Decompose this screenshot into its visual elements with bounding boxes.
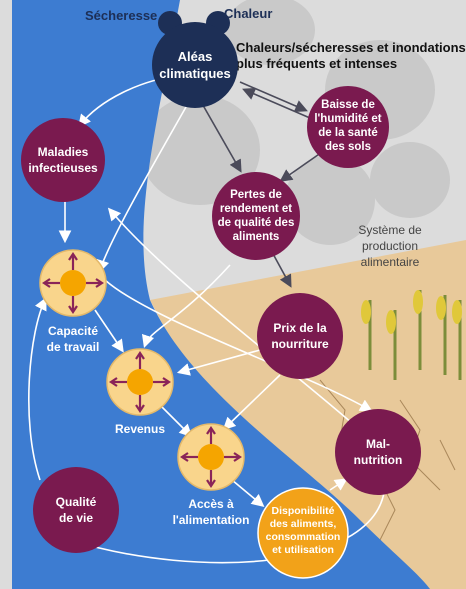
headline-line-2: plus fréquents et intenses xyxy=(236,56,397,71)
pertes-rendement-node: Pertes de rendement et de qualité des al… xyxy=(212,172,300,260)
acces-alimentation-hub: Accès à l'alimentation xyxy=(173,422,250,527)
baisse-line-2: l'humidité et xyxy=(314,113,381,125)
pertes-line-3: de qualité des xyxy=(218,217,295,229)
malnutrition-node: Mal- nutrition xyxy=(335,409,421,495)
disponibilite-line-1: Disponibilité xyxy=(272,505,335,517)
people-silhouettes xyxy=(102,0,450,245)
disponibilite-node: Disponibilité des aliments, consommation… xyxy=(257,487,349,579)
malnutrition-line-1: Mal- xyxy=(366,437,390,451)
maladies-line-2: infectieuses xyxy=(28,161,98,175)
prix-nourriture-node: Prix de la nourriture xyxy=(257,293,343,379)
systeme-line-2: production xyxy=(362,239,418,253)
connection-arrows xyxy=(28,74,386,564)
systeme-line-3: alimentaire xyxy=(361,255,420,269)
qualite-line-1: Qualité xyxy=(56,495,97,509)
capacite-line-1: Capacité xyxy=(48,324,98,338)
secheresse-label: Sécheresse xyxy=(85,8,157,23)
baisse-line-4: des sols xyxy=(325,141,371,153)
aleas-line-2: climatiques xyxy=(159,66,231,81)
pertes-line-4: aliments xyxy=(233,231,280,243)
capacite-line-2: de travail xyxy=(47,340,100,354)
systeme-production-label: Système de production alimentaire xyxy=(358,223,422,269)
prix-line-1: Prix de la xyxy=(273,321,327,335)
malnutrition-line-2: nutrition xyxy=(354,453,403,467)
qualite-de-vie-node: Qualité de vie xyxy=(33,467,119,553)
pertes-line-2: rendement et xyxy=(220,203,292,215)
maladies-infectieuses-node: Maladies infectieuses xyxy=(21,118,105,202)
capacite-travail-hub: Capacité de travail xyxy=(38,248,108,354)
disponibilite-line-2: des aliments, xyxy=(270,518,337,530)
disponibilite-line-4: et utilisation xyxy=(272,544,334,556)
revenus-hub: Revenus xyxy=(105,347,175,436)
revenus-line-1: Revenus xyxy=(115,422,165,436)
acces-line-2: l'alimentation xyxy=(173,513,250,527)
prix-line-2: nourriture xyxy=(271,337,329,351)
aleas-climatiques-node: Aléas climatiques xyxy=(152,11,238,108)
baisse-humidite-node: Baisse de l'humidité et de la santé des … xyxy=(307,86,389,168)
baisse-line-1: Baisse de xyxy=(321,99,375,111)
acces-hub-icon xyxy=(176,422,246,492)
acces-line-1: Accès à xyxy=(188,497,234,511)
qualite-line-2: de vie xyxy=(59,511,93,525)
aleas-line-1: Aléas xyxy=(178,49,213,64)
revenus-hub-icon xyxy=(105,347,175,417)
blue-region xyxy=(12,0,430,589)
chaleur-label: Chaleur xyxy=(224,6,272,21)
capacite-hub-icon xyxy=(38,248,108,318)
headline-line-1: Chaleurs/sécheresses et inondations xyxy=(236,40,466,55)
maladies-line-1: Maladies xyxy=(38,145,89,159)
systeme-line-1: Système de xyxy=(358,223,422,237)
baisse-line-3: de la santé xyxy=(318,127,377,139)
pertes-line-1: Pertes de xyxy=(230,189,282,201)
corn-plants xyxy=(361,290,462,380)
disponibilite-line-3: consommation xyxy=(266,531,341,543)
